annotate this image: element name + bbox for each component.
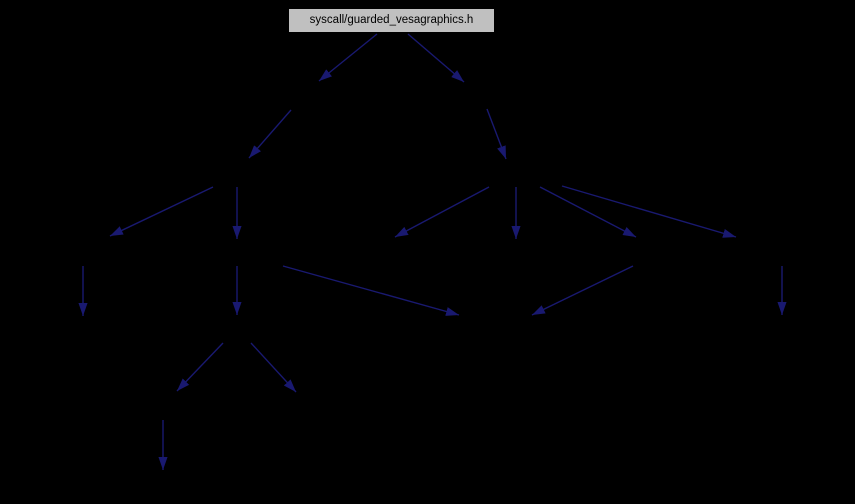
edge-arrow — [250, 342, 297, 393]
edge-arrow — [282, 265, 460, 316]
edge-arrow — [394, 186, 490, 238]
root-node[interactable]: syscall/guarded_vesagraphics.h — [288, 8, 495, 33]
edge-arrow — [539, 186, 637, 238]
edge-arrow — [109, 186, 214, 237]
edge-arrow — [248, 109, 292, 159]
edge-arrow — [407, 33, 465, 83]
edge-arrow — [531, 265, 634, 316]
edge-arrow — [486, 108, 507, 160]
edge-group — [78, 33, 787, 470]
edge-arrow — [318, 33, 378, 82]
edge-arrow — [561, 185, 737, 238]
edge-arrow — [176, 342, 224, 392]
